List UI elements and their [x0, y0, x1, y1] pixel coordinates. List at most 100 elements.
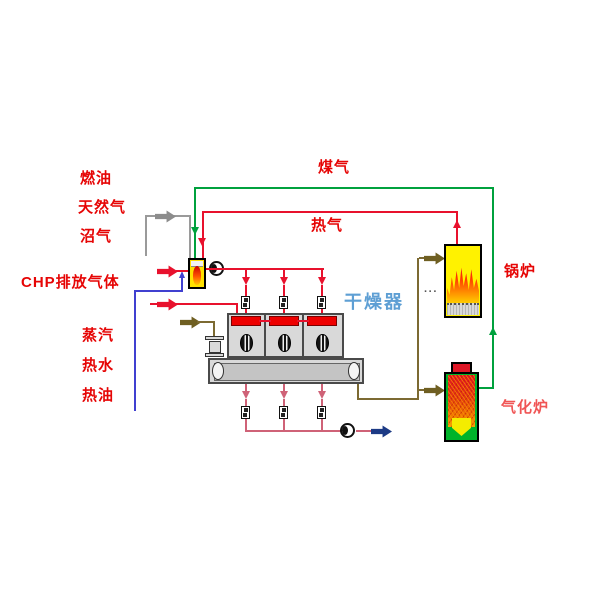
label-biogas: 沼气: [80, 228, 113, 245]
label-hot-water: 热水: [82, 357, 115, 374]
heater-bar-3: [307, 316, 337, 326]
gasifier-inflow-arrow-icon: [424, 384, 445, 397]
pipe-fuel-stub: [145, 216, 147, 256]
pipe-media-drop: [236, 303, 238, 318]
hot-gas-up-arrow-icon: [453, 220, 461, 228]
conveyor-end-cap: [348, 362, 360, 380]
pipe-burner-inlet: [176, 270, 189, 272]
pipe-product-to-boiler: [419, 257, 427, 259]
pipe-exhaust-drop: [321, 384, 323, 392]
label-fuel-oil: 燃油: [80, 170, 113, 187]
label-natural-gas: 天然气: [78, 199, 127, 216]
label-chp-exhaust: CHP排放气体: [21, 274, 120, 291]
heater-bar-link: [297, 320, 309, 322]
hopper-foot: [205, 353, 224, 357]
valve-bottom-3-icon: [317, 406, 326, 419]
pipe-product-to-gasifier: [419, 389, 427, 391]
pipe-product-horizontal: [357, 398, 419, 400]
pipe-chp-horizontal: [134, 290, 183, 292]
manifold-down-arrow-icon: [280, 277, 288, 285]
valve-top-2-icon: [279, 296, 288, 309]
coal-gas-up-arrow-icon: [489, 327, 497, 335]
pipe-manifold-drop: [245, 270, 247, 278]
pipe-exhaust-drop: [245, 399, 247, 406]
valve-top-1-icon: [241, 296, 250, 309]
gasifier: [444, 372, 479, 442]
chp-up-arrow-icon: [179, 271, 185, 278]
pipe-manifold-drop: [245, 285, 247, 297]
exhaust-fan-icon: [340, 423, 355, 438]
hot-gas-down-arrow-icon: [198, 238, 206, 246]
pipe-hot-gas-to-burner: [202, 211, 204, 259]
label-hot-gas: 热气: [311, 217, 344, 234]
manifold-down-arrow-icon: [318, 277, 326, 285]
pipe-product-riser: [417, 258, 419, 400]
pipe-chp-vertical: [134, 291, 136, 411]
hopper-rim: [205, 336, 224, 340]
boiler-ash-bed: [447, 303, 479, 315]
pipe-exhaust-drop: [283, 399, 285, 406]
conveyor-cylinder: [214, 363, 360, 381]
dryer-rotor-icon: [240, 334, 253, 352]
burner-flame-icon: [193, 266, 201, 285]
pipe-media-horizontal: [150, 303, 238, 305]
pipe-feed-horizontal: [197, 321, 215, 323]
dryer-conveyor-housing: [208, 358, 364, 384]
valve-bottom-2-icon: [279, 406, 288, 419]
heater-bar-2: [269, 316, 299, 326]
dryer-rotor-icon: [316, 334, 329, 352]
pipe-exhaust-drop: [283, 384, 285, 392]
pipe-feed-drop: [213, 321, 215, 338]
pipe-exhaust-drop: [245, 419, 247, 432]
boiler-flame-icon: [447, 267, 479, 306]
pipe-product-drop: [357, 384, 359, 400]
pipe-coal-gas-from-gasifier: [478, 387, 494, 389]
pipe-exhaust-collector: [245, 430, 341, 432]
label-gasifier: 气化炉: [501, 399, 550, 416]
pipe-chp-riser: [181, 278, 183, 292]
pipe-manifold-drop: [321, 285, 323, 297]
exhaust-down-arrow-icon: [280, 391, 288, 399]
pipe-exhaust-drop: [245, 384, 247, 392]
burner-inflow-arrow-icon: [157, 265, 178, 278]
label-dryer: 干燥器: [344, 292, 404, 312]
pipe-manifold-drop: [283, 285, 285, 297]
pipe-manifold: [206, 268, 324, 270]
pipe-coal-gas-to-burner: [194, 187, 196, 259]
feed-inflow-arrow-icon: [180, 316, 201, 329]
pipe-exhaust-outlet: [356, 430, 373, 432]
label-hot-oil: 热油: [82, 387, 115, 404]
manifold-down-arrow-icon: [242, 277, 250, 285]
pipe-coal-gas-top: [195, 187, 494, 189]
label-coal-gas: 煤气: [318, 159, 351, 176]
boiler-inflow-arrow-icon: [424, 252, 445, 265]
pipe-exhaust-drop: [321, 419, 323, 432]
pipe-manifold-drop: [283, 270, 285, 278]
boiler: [444, 244, 482, 318]
pipe-coal-gas-riser: [492, 187, 494, 389]
dryer-divider: [264, 313, 266, 358]
heater-bar-link: [259, 320, 271, 322]
dryer-rotor-icon: [278, 334, 291, 352]
boiler-ellipsis-dots: ···: [424, 286, 438, 298]
exhaust-outflow-arrow-icon: [371, 425, 392, 438]
dryer-divider: [302, 313, 304, 358]
exhaust-down-arrow-icon: [242, 391, 250, 399]
heater-bar-1: [231, 316, 261, 326]
exhaust-down-arrow-icon: [318, 391, 326, 399]
fuel-inflow-arrow-icon: [155, 210, 176, 223]
gasifier-yellow-core: [452, 418, 471, 436]
pipe-exhaust-drop: [321, 399, 323, 406]
valve-bottom-1-icon: [241, 406, 250, 419]
label-steam: 蒸汽: [82, 327, 115, 344]
valve-top-3-icon: [317, 296, 326, 309]
pipe-fuel-drop: [189, 215, 191, 260]
pipe-exhaust-drop: [283, 419, 285, 432]
hopper-body: [209, 341, 221, 353]
pipe-manifold-drop: [321, 270, 323, 278]
coal-gas-down-arrow-icon: [191, 227, 199, 235]
pipe-hot-gas-from-boiler: [456, 211, 458, 245]
label-boiler: 锅炉: [504, 263, 537, 280]
pipe-hot-gas-top: [203, 211, 458, 213]
